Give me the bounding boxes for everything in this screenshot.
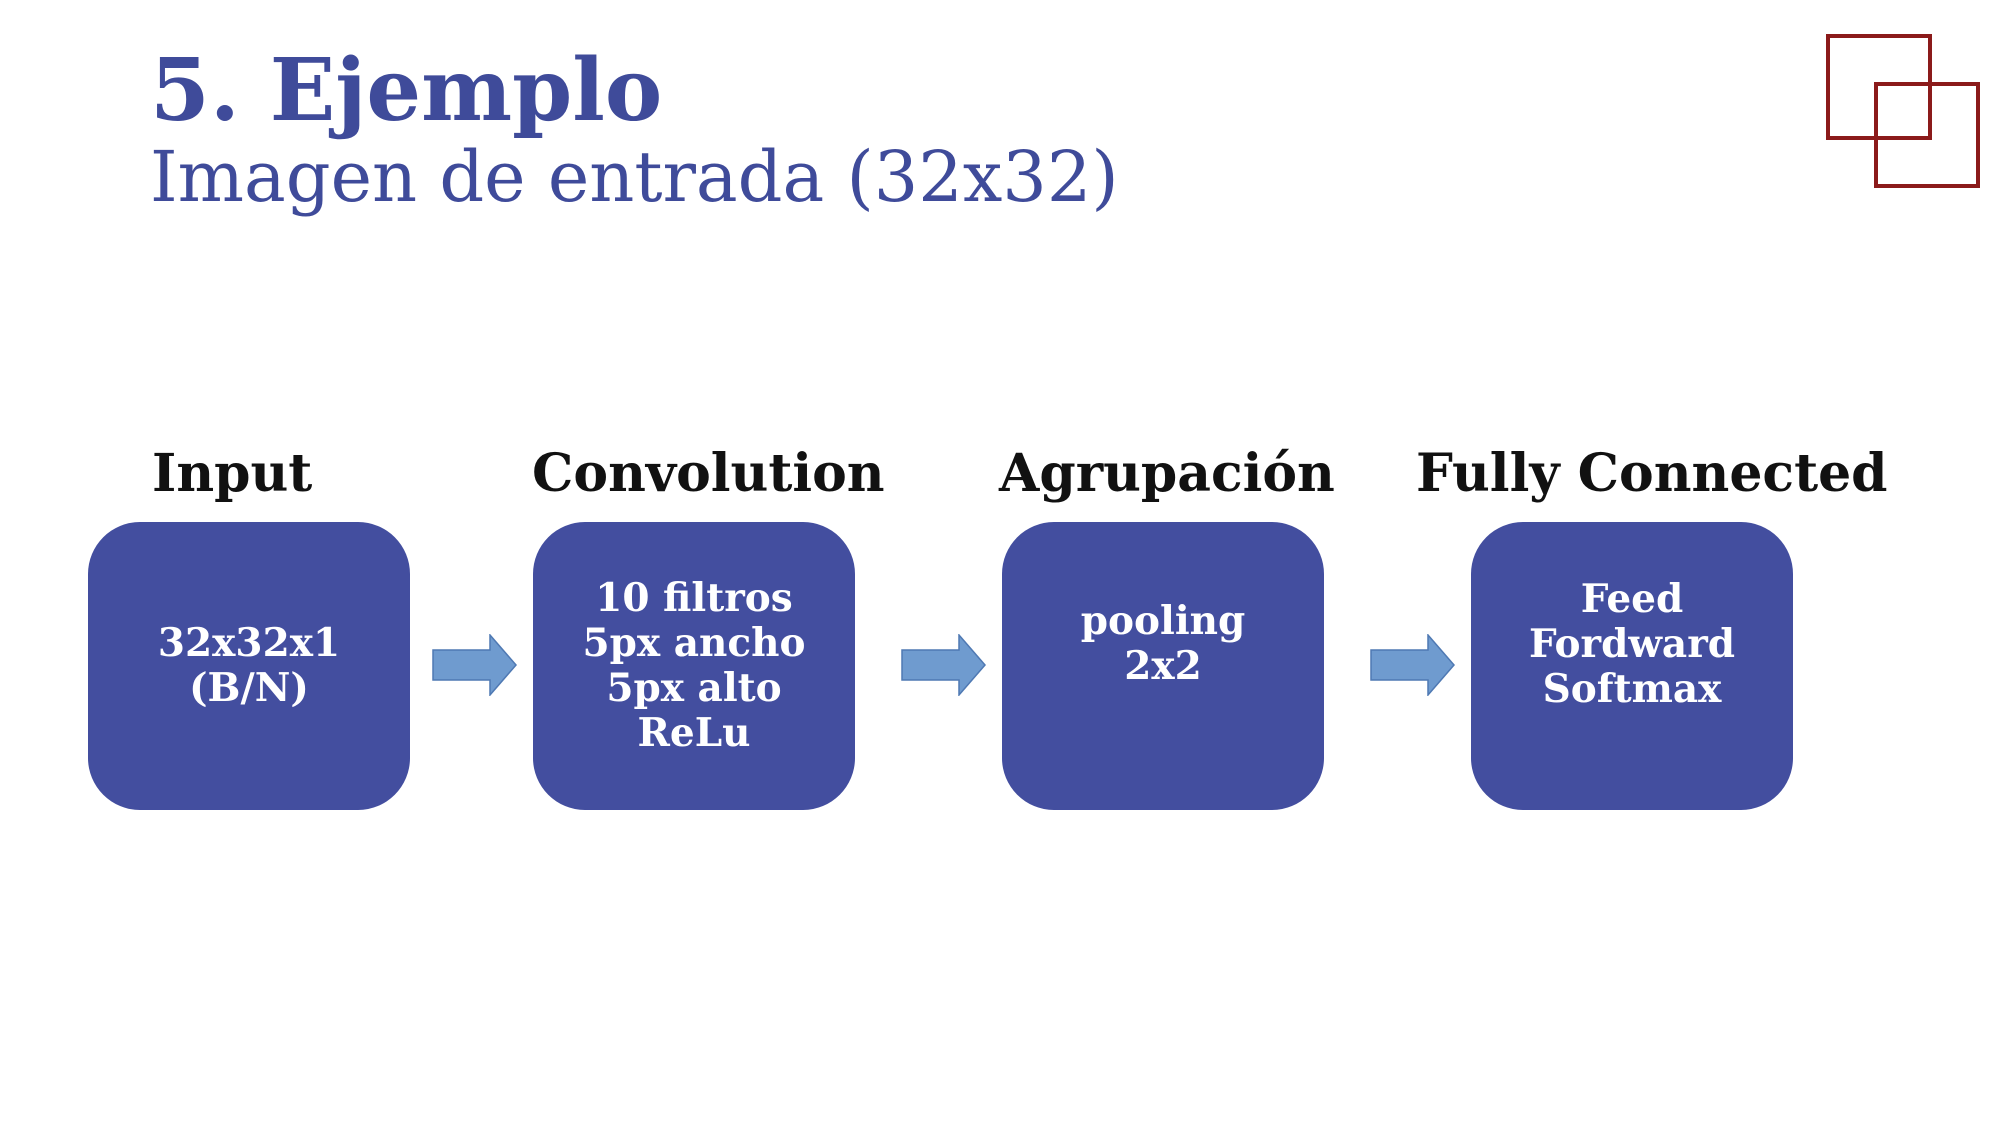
- stage-label-convolution: Convolution: [532, 443, 885, 504]
- logo-square-front: [1874, 82, 1980, 188]
- stage-label-input: Input: [152, 443, 313, 504]
- stage-box-input-text: 32x32x1 (B/N): [157, 620, 341, 711]
- arrow-right-icon: [432, 634, 517, 696]
- stage-box-agrupacion: pooling 2x2: [1002, 522, 1324, 810]
- stage-box-fully-connected-text: Feed Fordward Softmax: [1528, 575, 1736, 712]
- stage-box-agrupacion-text: pooling 2x2: [1080, 598, 1246, 689]
- slide-subtitle: Imagen de entrada (32x32): [150, 136, 1119, 218]
- stage-label-fully-connected: Fully Connected: [1416, 443, 1888, 504]
- stage-box-fully-connected: Feed Fordward Softmax: [1471, 522, 1793, 810]
- arrow-right-icon: [1370, 634, 1455, 696]
- stage-label-agrupacion: Agrupación: [999, 443, 1335, 504]
- overlapping-squares-logo: [1826, 34, 1980, 188]
- logo-square-back: [1826, 34, 1932, 140]
- stage-box-convolution: 10 filtros 5px ancho 5px alto ReLu: [533, 522, 855, 810]
- stage-box-input: 32x32x1 (B/N): [88, 522, 410, 810]
- arrow-right-icon: [901, 634, 986, 696]
- slide-title: 5. Ejemplo: [150, 40, 663, 141]
- stage-box-convolution-text: 10 filtros 5px ancho 5px alto ReLu: [582, 575, 806, 756]
